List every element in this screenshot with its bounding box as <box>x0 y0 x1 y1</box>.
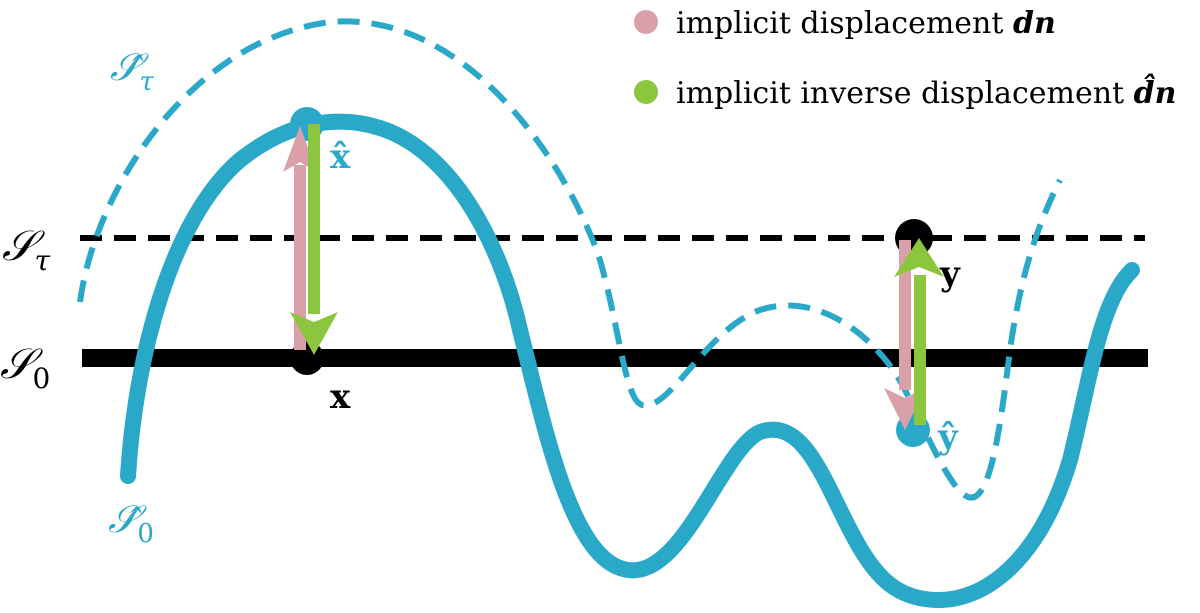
legend-pink-dot <box>634 10 658 34</box>
right-green-arrow <box>894 238 944 425</box>
s-zero-left-label: 𝒮0 <box>0 339 50 395</box>
legend-item-2-text: implicit inverse displacement d̂n <box>676 74 1176 111</box>
s-zero-hat-curve <box>120 113 1140 609</box>
legend-item-1-text: implicit displacement dn <box>676 6 1056 41</box>
legend: implicit displacement dn implicit invers… <box>634 6 1176 111</box>
s-tau-hat-label: 𝒮̂τ <box>110 45 154 97</box>
point-x-label: x <box>330 377 351 417</box>
s-zero-hat-label: 𝒮̂0 <box>108 497 154 549</box>
s-tau-left-label: 𝒮τ <box>2 221 51 277</box>
left-green-arrow <box>290 124 338 355</box>
point-y-hat-label: ŷ <box>937 417 959 457</box>
legend-green-dot <box>634 80 658 104</box>
point-y-label: y <box>939 254 961 294</box>
point-x-hat-label: x̂ <box>330 137 351 177</box>
